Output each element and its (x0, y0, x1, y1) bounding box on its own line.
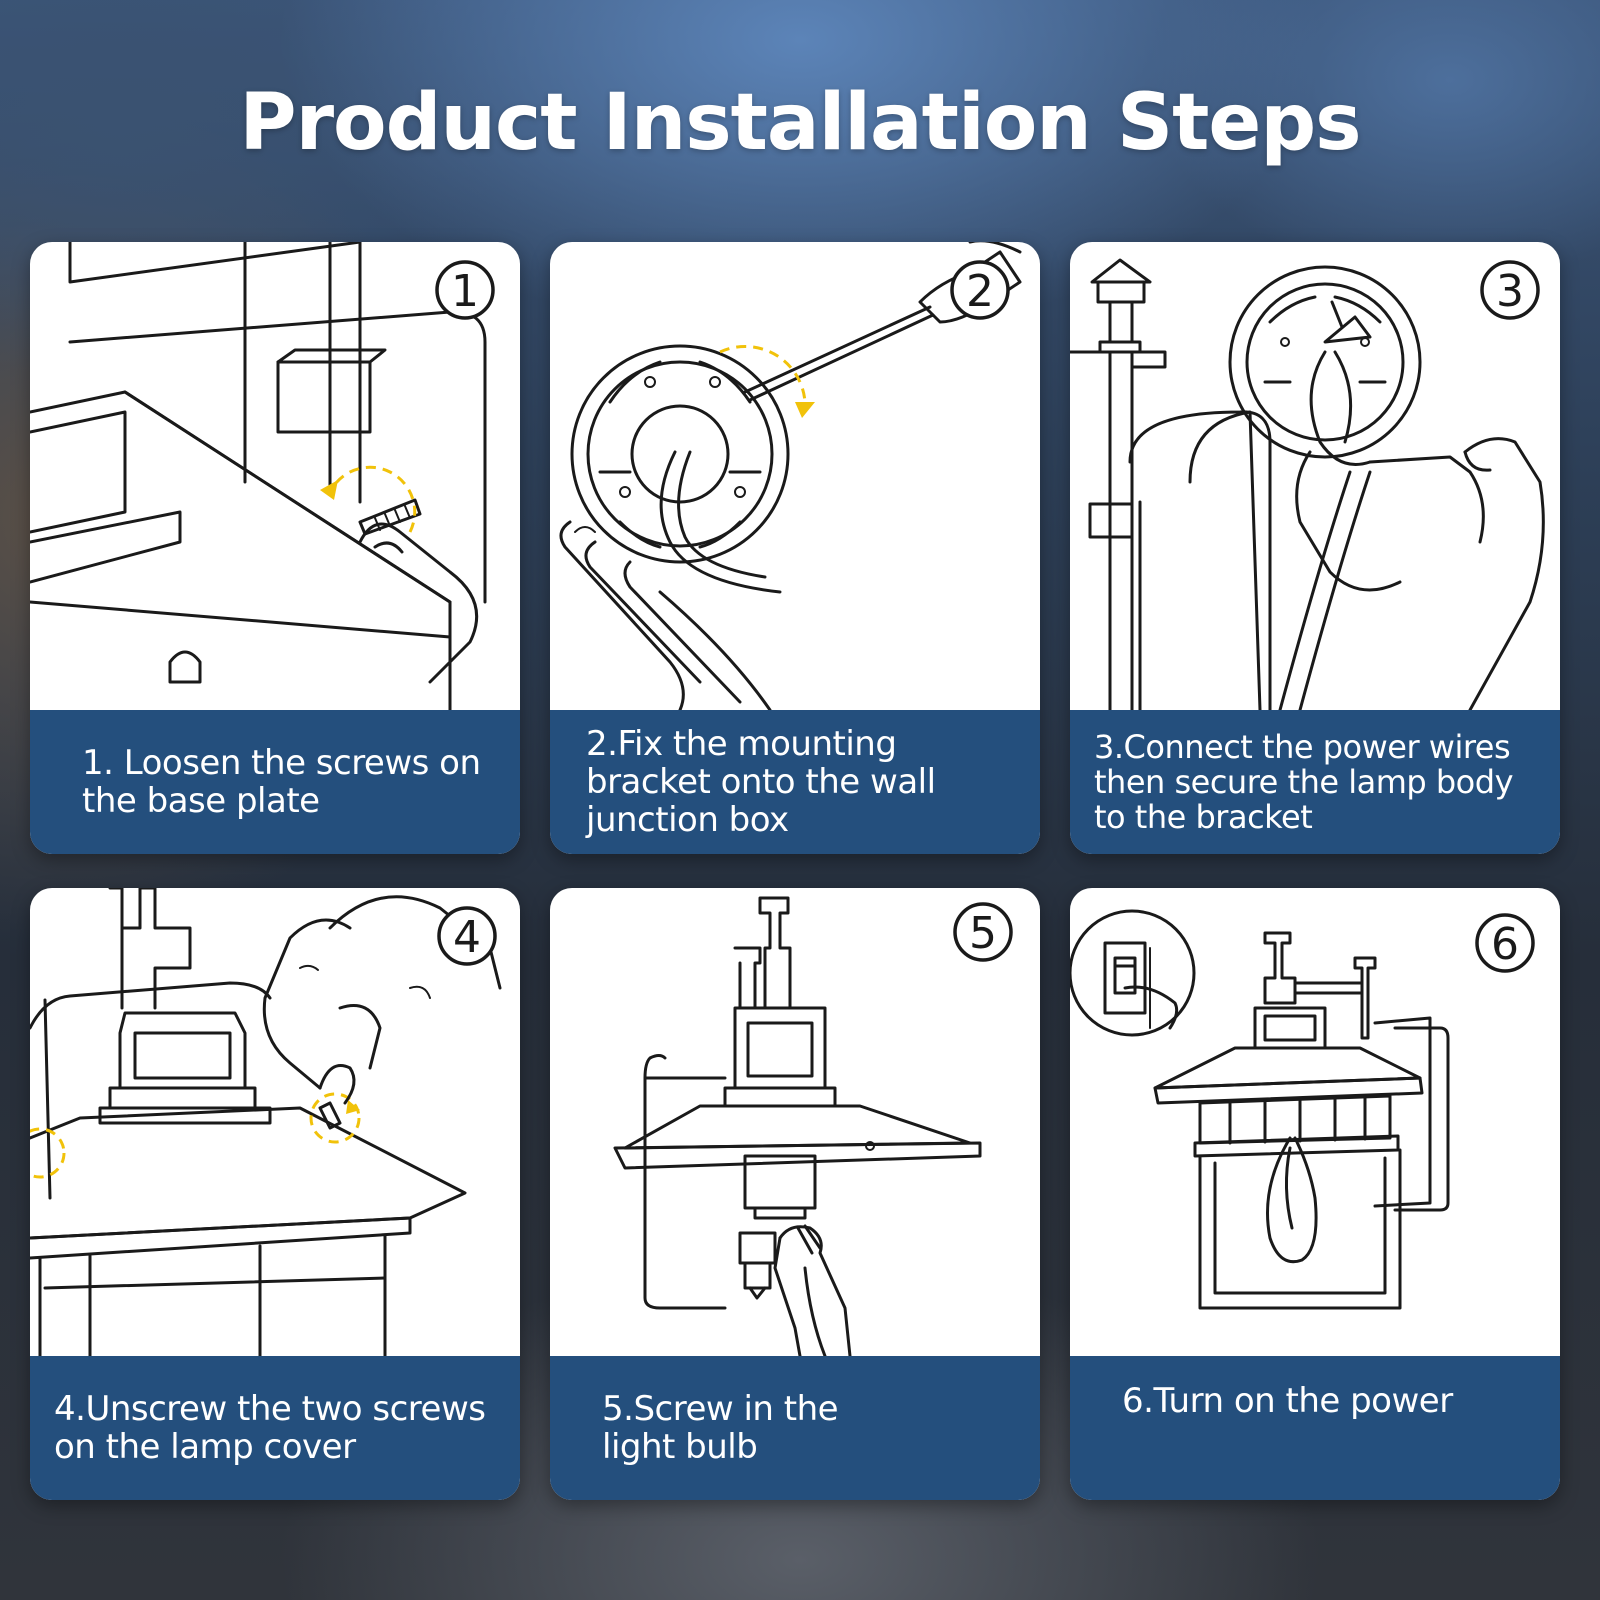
step-4-number: 4 (453, 912, 481, 963)
step-4-caption-band: 4.Unscrew the two screws on the lamp cov… (30, 1356, 520, 1500)
step-card-3: 3 3.Connect the power wires then secure … (1070, 242, 1560, 854)
step-3-caption-band: 3.Connect the power wires then secure th… (1070, 710, 1560, 854)
step-2-caption: 2.Fix the mounting bracket onto the wall… (586, 724, 936, 840)
step-4-badge (437, 906, 497, 966)
step-6-caption-band: 6.Turn on the power (1070, 1356, 1560, 1500)
step-5-caption-band: 5.Screw in the light bulb (550, 1356, 1040, 1500)
step-6-number: 6 (1491, 919, 1519, 970)
step-6-illustration: 6 (1070, 909, 1535, 1310)
step-6-badge (1475, 913, 1535, 973)
step-2-badge (950, 260, 1010, 320)
step-5-caption: 5.Screw in the light bulb (602, 1389, 839, 1467)
step-5-badge (953, 902, 1013, 962)
step-4-caption: 4.Unscrew the two screws on the lamp cov… (54, 1389, 486, 1467)
step-2-caption-band: 2.Fix the mounting bracket onto the wall… (550, 710, 1040, 854)
step-1-badge (435, 260, 495, 320)
step-card-1: 1 1. Loosen the screws on the base plate (30, 242, 520, 854)
page-title: Product Installation Steps (239, 78, 1361, 168)
step-4-illustration: 4 (30, 888, 502, 1356)
step-1-caption-band: 1. Loosen the screws on the base plate (30, 710, 520, 854)
step-3-illustration: 3 (1070, 258, 1545, 710)
step-1-number: 1 (451, 266, 479, 317)
step-1-illustration: 1 (30, 242, 495, 710)
step-card-6: 6 6.Turn on the power (1070, 888, 1560, 1500)
step-2-illustration: 2 (559, 242, 1022, 710)
step-5-number: 5 (969, 908, 997, 959)
step-3-caption: 3.Connect the power wires then secure th… (1094, 727, 1514, 836)
step-5-illustration: 5 (613, 896, 1013, 1356)
step-2-number: 2 (966, 266, 994, 317)
step-3-badge (1480, 260, 1540, 320)
step-6-caption: 6.Turn on the power (1122, 1381, 1453, 1421)
step-3-number: 3 (1496, 266, 1524, 317)
step-1-caption: 1. Loosen the screws on the base plate (82, 743, 481, 821)
step-card-4: 4 4.Unscrew the two screws on the lamp c… (30, 888, 520, 1500)
step-card-5: 5 5.Screw in the light bulb (550, 888, 1040, 1500)
step-card-2: 2 2.Fix the mounting bracket onto the wa… (550, 242, 1040, 854)
